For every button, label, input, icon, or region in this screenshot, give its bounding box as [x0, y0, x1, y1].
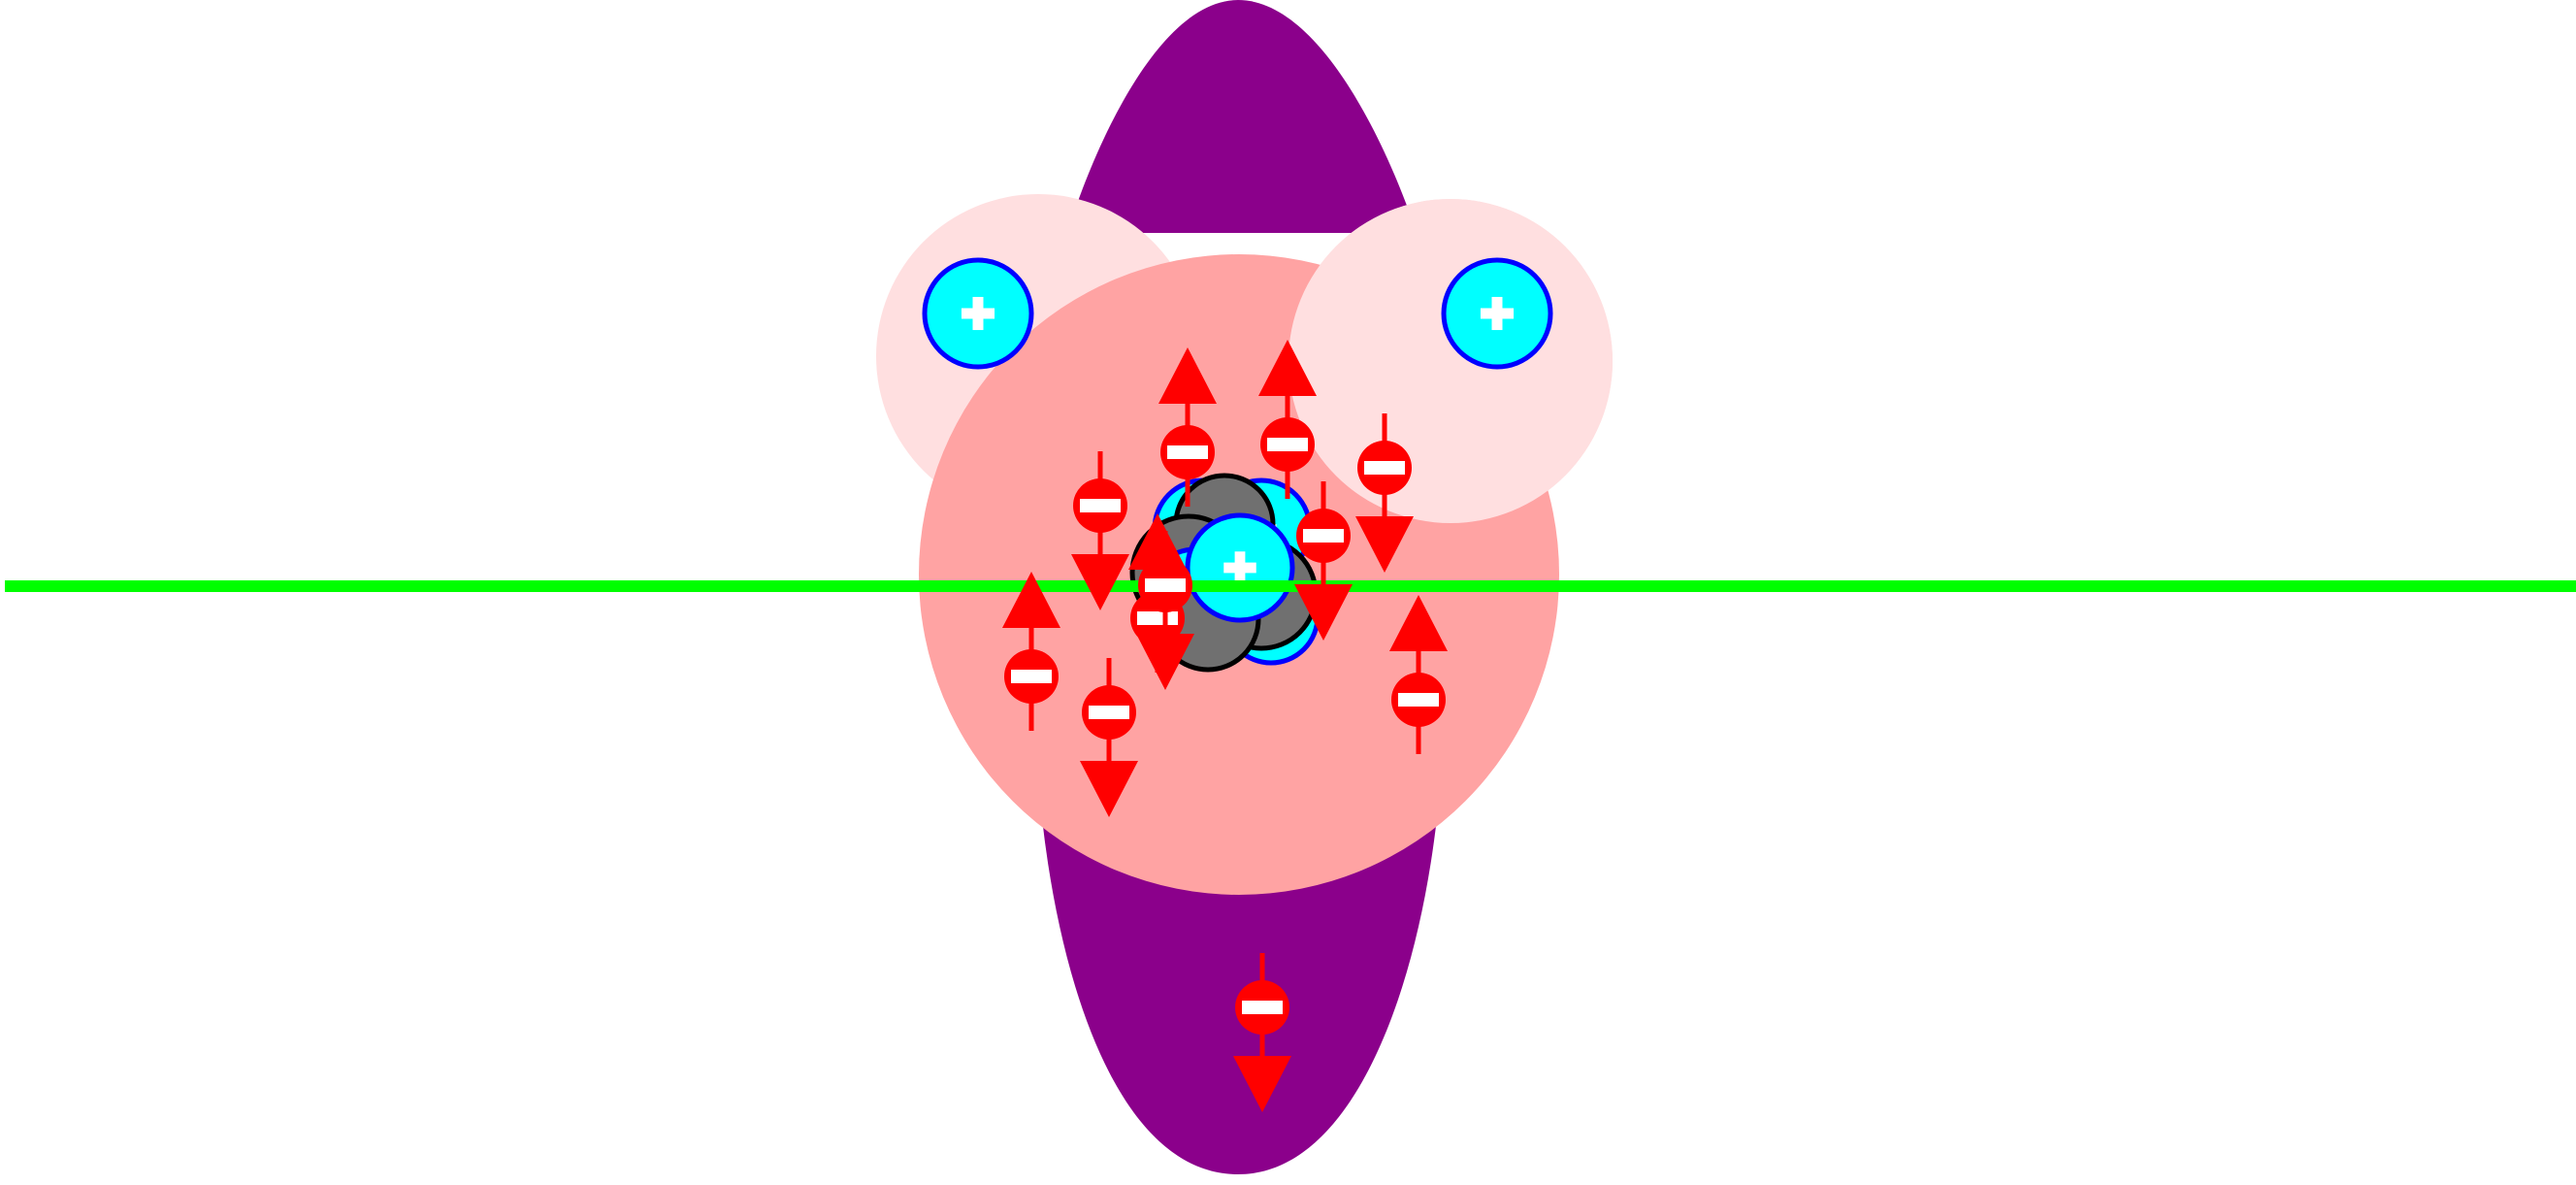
minus-icon [1167, 445, 1208, 459]
right-outer-proton [1444, 260, 1550, 367]
plus-icon-bar-vertical [1235, 551, 1246, 583]
minus-icon [1303, 529, 1344, 543]
minus-icon [1089, 706, 1129, 719]
right-outer-atom-cloud-overlap [1288, 199, 1613, 523]
upper-orbital-lobe [1067, 0, 1417, 233]
left-outer-proton [925, 260, 1031, 367]
nucleus-proton-8 [1188, 515, 1292, 620]
plus-icon-bar-vertical [973, 297, 984, 330]
minus-icon [1080, 499, 1121, 512]
plus-icon-bar-vertical [1492, 297, 1503, 330]
minus-icon [1242, 1001, 1283, 1014]
minus-icon [1364, 461, 1405, 475]
minus-icon [1145, 578, 1186, 592]
minus-icon [1011, 670, 1052, 683]
minus-icon [1267, 438, 1308, 451]
minus-icon [1137, 611, 1178, 625]
minus-icon [1398, 693, 1439, 707]
